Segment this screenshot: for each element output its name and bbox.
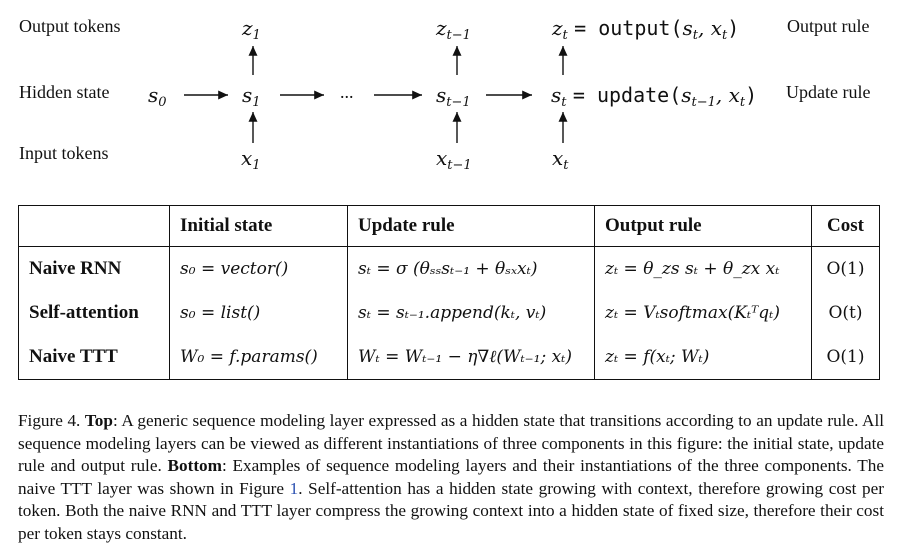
label-input-tokens: Input tokens [19, 143, 109, 163]
cell-update-rule: sₜ = sₜ₋₁.append(kₜ, vₜ) [347, 291, 595, 335]
comparison-table: Initial state Update rule Output rule Co… [18, 205, 880, 380]
row-name: Naive RNN [18, 246, 170, 291]
caption-top-text: : A generic sequence modeling layer expr… [18, 411, 884, 476]
caption-bottom-text-1: : Examples of sequence modeling layers a… [18, 456, 885, 498]
header-update-rule: Update rule [347, 205, 595, 247]
row-name: Self-attention [18, 291, 170, 335]
caption-bottom-label: Bottom [167, 456, 222, 476]
cell-cost: O(1) [811, 334, 880, 380]
caption-top-label: Top [84, 411, 113, 430]
header-empty [18, 205, 170, 247]
header-cost: Cost [811, 205, 880, 247]
token-zt-minus-1: zt−1 [436, 16, 471, 43]
cell-output-rule: zₜ = Vₜsoftmax(Kₜᵀqₜ) [594, 291, 812, 335]
table-row: Naive TTT W₀ = f.params() Wₜ = Wₜ₋₁ − η∇… [18, 334, 880, 380]
state-s0: s0 [148, 83, 167, 110]
header-initial-state: Initial state [169, 205, 348, 247]
cell-output-rule: zₜ = f(xₜ; Wₜ) [594, 334, 812, 380]
cell-initial-state: s₀ = vector() [169, 246, 348, 291]
output-equation: zt = output(st, xt) [552, 16, 740, 43]
figure-caption: Figure 4. Top: A generic sequence modeli… [18, 410, 884, 546]
diagram-arrows [184, 46, 568, 143]
state-s1: s1 [242, 83, 261, 110]
caption-figure-label: Figure 4. [18, 411, 81, 430]
token-xt-minus-1: xt−1 [436, 146, 472, 173]
label-update-rule: Update rule [786, 82, 871, 102]
state-st-minus-1: st−1 [436, 83, 471, 110]
cell-initial-state: W₀ = f.params() [169, 334, 348, 380]
label-output-tokens: Output tokens [19, 16, 121, 36]
token-z1: z1 [242, 16, 261, 43]
caption-bottom-text-2: . Self-attention has a hidden state grow… [18, 478, 884, 543]
token-xt: xt [552, 146, 569, 173]
table-row: Naive RNN s₀ = vector() sₜ = σ (θₛₛsₜ₋₁ … [18, 246, 880, 291]
cell-output-rule: zₜ = θ_zs sₜ + θ_zx xₜ [594, 246, 812, 291]
cell-cost: O(1) [811, 246, 880, 291]
cell-initial-state: s₀ = list() [169, 291, 348, 335]
header-output-rule: Output rule [594, 205, 812, 247]
table-header-row: Initial state Update rule Output rule Co… [18, 205, 880, 247]
row-name: Naive TTT [18, 334, 170, 380]
cell-cost: O(t) [811, 291, 880, 335]
update-equation: st = update(st−1, xt) [551, 83, 758, 110]
label-output-rule: Output rule [787, 16, 870, 36]
ellipsis: ... [340, 82, 354, 102]
token-x1: x1 [241, 146, 261, 173]
figure-reference-link[interactable]: 1 [289, 478, 299, 498]
cell-update-rule: Wₜ = Wₜ₋₁ − η∇ℓ(Wₜ₋₁; xₜ) [347, 334, 595, 380]
cell-update-rule: sₜ = σ (θₛₛsₜ₋₁ + θₛₓxₜ) [347, 246, 595, 291]
table-row: Self-attention s₀ = list() sₜ = sₜ₋₁.app… [18, 291, 880, 335]
label-hidden-state: Hidden state [19, 82, 110, 102]
